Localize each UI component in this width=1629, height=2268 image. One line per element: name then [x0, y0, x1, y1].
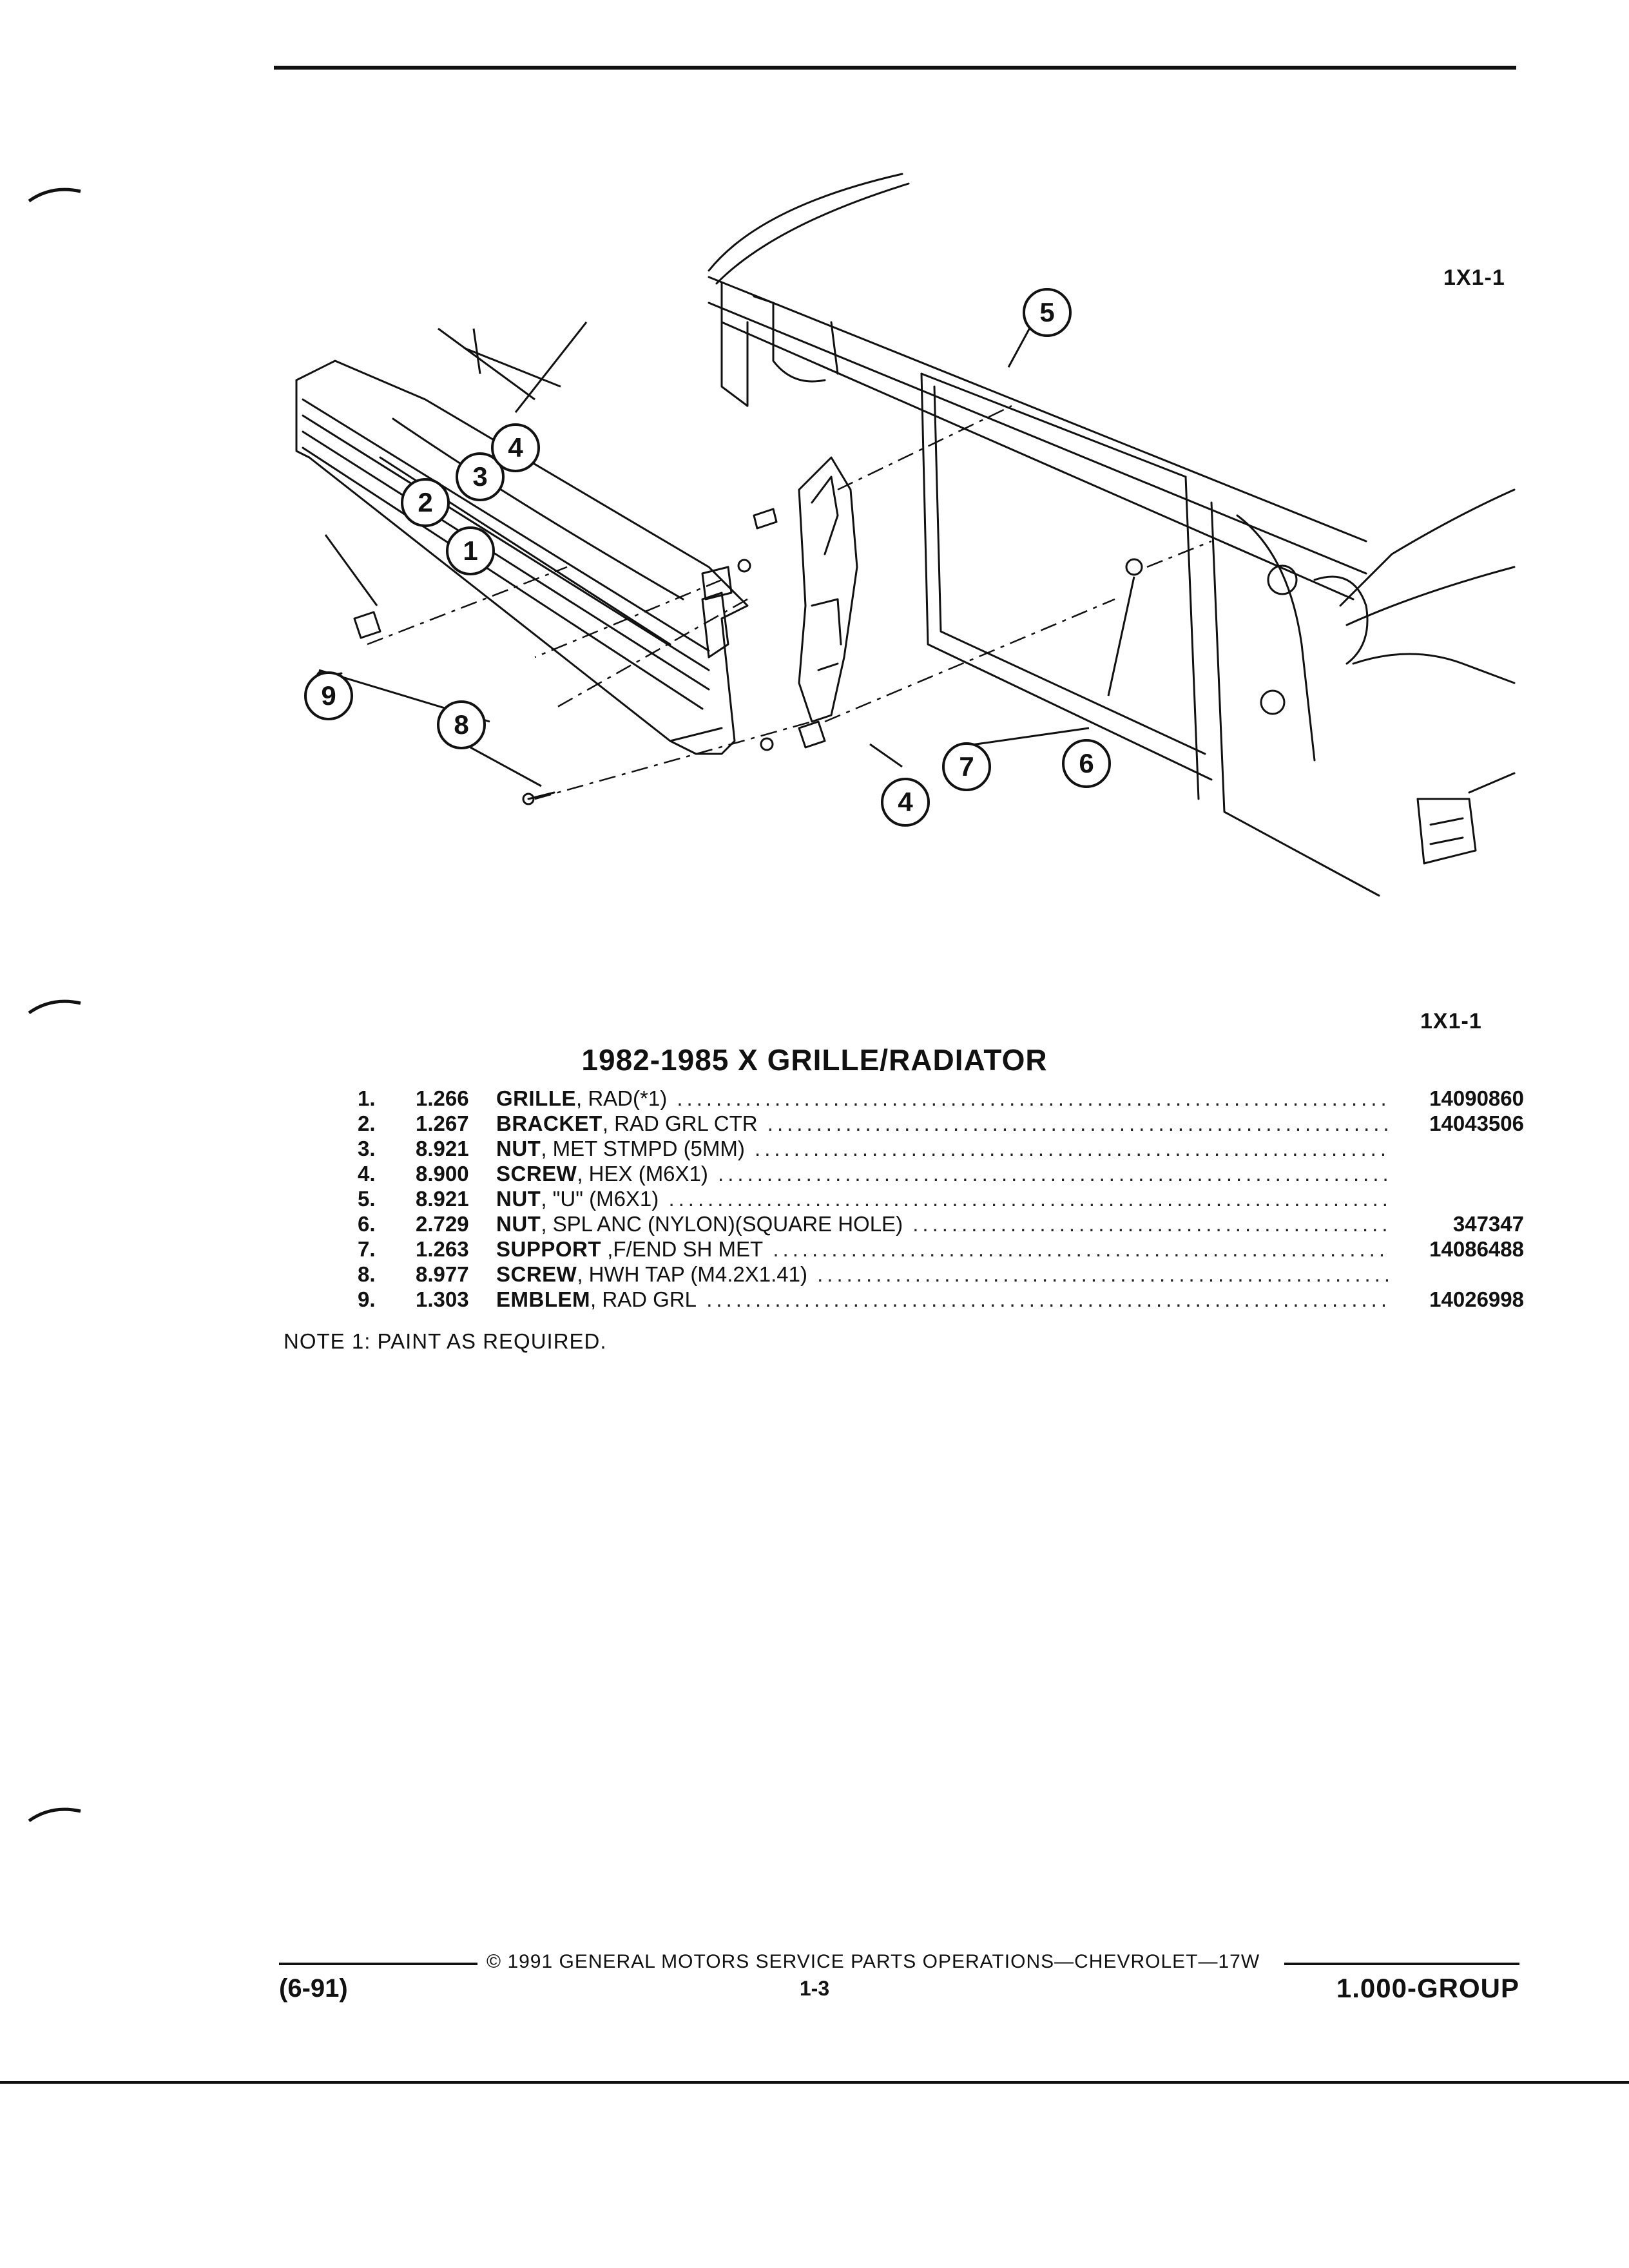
item-code: 1.267: [416, 1111, 469, 1135]
item-spec: ,F/END SH MET: [601, 1237, 764, 1261]
item-name: SCREW: [496, 1162, 577, 1186]
footer-copyright: © 1991 GENERAL MOTORS SERVICE PARTS OPER…: [487, 1951, 1260, 1972]
part-number: 14026998: [1429, 1287, 1524, 1311]
footer-rule-left: [279, 1963, 477, 1965]
bottom-rule: [0, 2081, 1629, 2084]
part-number: 14090860: [1429, 1086, 1524, 1110]
top-rule: [274, 66, 1516, 70]
item-code: 1.266: [416, 1086, 469, 1110]
note-text: NOTE 1: PAINT AS REQUIRED.: [284, 1329, 607, 1353]
part-number: 14086488: [1429, 1237, 1524, 1261]
item-number: 5.: [358, 1187, 376, 1211]
margin-mark: [28, 999, 81, 1015]
item-name: SUPPORT: [496, 1237, 602, 1261]
item-name: NUT: [496, 1187, 541, 1211]
margin-mark: [28, 1807, 81, 1823]
list-ref-label: 1X1-1: [1420, 1009, 1482, 1033]
page-title: 1982-1985 X GRILLE/RADIATOR: [581, 1043, 1048, 1077]
item-description: NUT, MET STMPD (5MM) ...................…: [496, 1137, 1389, 1160]
item-number: 4.: [358, 1162, 376, 1186]
part-number: 347347: [1452, 1212, 1524, 1236]
item-description: SCREW, HEX (M6X1) ......................…: [496, 1162, 1389, 1186]
item-description: NUT, "U" (M6X1) ........................…: [496, 1187, 1389, 1211]
exploded-parts-illustration: 1 2 3 4 5 6 7 4 8 9: [258, 155, 1521, 960]
callout-3: 3: [472, 461, 487, 492]
item-spec: , HWH TAP (M4.2X1.41): [577, 1262, 807, 1286]
callout-7: 7: [959, 751, 974, 782]
callout-9: 9: [321, 680, 336, 711]
item-code: 8.977: [416, 1262, 469, 1286]
part-number: 14043506: [1429, 1111, 1524, 1135]
item-number: 1.: [358, 1086, 376, 1110]
footer-rule-right: [1284, 1963, 1519, 1965]
item-code: 1.263: [416, 1237, 469, 1261]
parts-list: 1. 1.266 GRILLE, RAD(*1) ...............…: [358, 1086, 1524, 1312]
parts-row: 2. 1.267 BRACKET, RAD GRL CTR ..........…: [358, 1111, 1524, 1136]
item-spec: , "U" (M6X1): [541, 1187, 659, 1211]
parts-row: 6. 2.729 NUT, SPL ANC (NYLON)(SQUARE HOL…: [358, 1211, 1524, 1236]
item-description: BRACKET, RAD GRL CTR ...................…: [496, 1111, 1389, 1135]
parts-row: 4. 8.900 SCREW, HEX (M6X1) .............…: [358, 1161, 1524, 1186]
parts-row: 8. 8.977 SCREW, HWH TAP (M4.2X1.41) ....…: [358, 1262, 1524, 1287]
callout-8: 8: [454, 709, 468, 740]
callout-4b: 4: [898, 787, 913, 817]
parts-row: 9. 1.303 EMBLEM, RAD GRL ...............…: [358, 1287, 1524, 1312]
item-name: NUT: [496, 1137, 541, 1160]
item-name: GRILLE: [496, 1086, 576, 1110]
item-spec: , RAD GRL: [590, 1287, 697, 1311]
item-description: NUT, SPL ANC (NYLON)(SQUARE HOLE) ......…: [496, 1212, 1389, 1236]
item-code: 8.921: [416, 1187, 469, 1211]
callout-4: 4: [508, 432, 523, 463]
parts-row: 5. 8.921 NUT, "U" (M6X1) ...............…: [358, 1186, 1524, 1211]
callout-6: 6: [1079, 748, 1094, 778]
item-code: 8.900: [416, 1162, 469, 1186]
item-spec: , HEX (M6X1): [577, 1162, 708, 1186]
item-description: SCREW, HWH TAP (M4.2X1.41) .............…: [496, 1262, 1389, 1286]
item-number: 2.: [358, 1111, 376, 1135]
item-code: 2.729: [416, 1212, 469, 1236]
callout-1: 1: [463, 535, 477, 566]
item-number: 7.: [358, 1237, 376, 1261]
callout-2: 2: [418, 487, 432, 517]
item-number: 9.: [358, 1287, 376, 1311]
item-number: 6.: [358, 1212, 376, 1236]
item-number: 8.: [358, 1262, 376, 1286]
item-description: SUPPORT ,F/END SH MET ..................…: [496, 1237, 1389, 1261]
parts-row: 3. 8.921 NUT, MET STMPD (5MM) ..........…: [358, 1136, 1524, 1161]
parts-row: 1. 1.266 GRILLE, RAD(*1) ...............…: [358, 1086, 1524, 1111]
item-name: EMBLEM: [496, 1287, 590, 1311]
item-description: GRILLE, RAD(*1) ........................…: [496, 1086, 1389, 1110]
item-description: EMBLEM, RAD GRL ........................…: [496, 1287, 1389, 1311]
callout-5: 5: [1039, 297, 1054, 327]
item-name: NUT: [496, 1212, 541, 1236]
item-name: SCREW: [496, 1262, 577, 1286]
item-number: 3.: [358, 1137, 376, 1160]
item-spec: , SPL ANC (NYLON)(SQUARE HOLE): [541, 1212, 903, 1236]
footer-group-label: 1.000-GROUP: [1336, 1973, 1519, 2003]
footer-page-number: 1-3: [799, 1977, 830, 2000]
item-spec: , RAD(*1): [576, 1086, 668, 1110]
footer-revision-date: (6-91): [279, 1974, 348, 2003]
margin-mark: [28, 187, 81, 203]
item-spec: , RAD GRL CTR: [602, 1111, 758, 1135]
item-name: BRACKET: [496, 1111, 602, 1135]
parts-row: 7. 1.263 SUPPORT ,F/END SH MET .........…: [358, 1236, 1524, 1262]
item-code: 1.303: [416, 1287, 469, 1311]
figure-ref-label: 1X1-1: [1443, 265, 1505, 290]
item-code: 8.921: [416, 1137, 469, 1160]
item-spec: , MET STMPD (5MM): [541, 1137, 745, 1160]
